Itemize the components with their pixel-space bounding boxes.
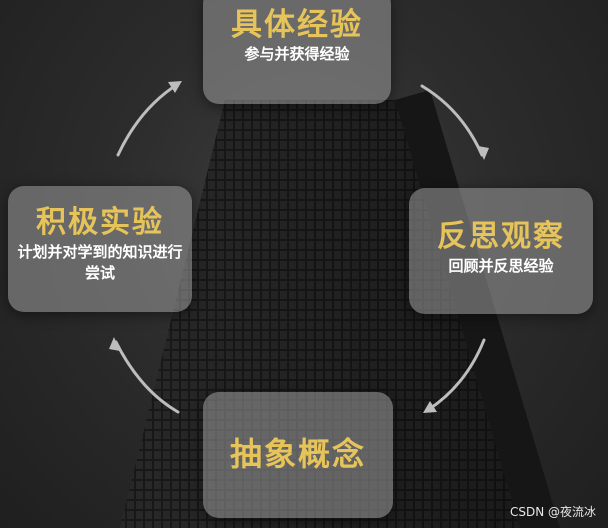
stage-card-reflective-observation: 反思观察 回顾并反思经验 [409,188,593,314]
stage-title: 抽象概念 [229,435,366,473]
arrow-active-to-concrete [116,82,180,157]
arrowhead-icon [109,337,120,351]
watermark: CSDN @夜流冰 [509,505,596,519]
stage-title: 反思观察 [437,219,565,254]
stage-card-active-experimentation: 积极实验 计划并对学到的知识进行尝试 [8,186,192,312]
arrow-concrete-to-reflect [420,84,484,157]
arrowhead-icon [478,146,489,160]
arrowhead-icon [423,401,437,413]
arrowhead-icon [168,81,182,93]
stage-subtitle: 参与并获得经验 [244,45,350,63]
stage-card-abstract-conceptualization: 抽象概念 [203,392,393,518]
arrow-reflect-to-abstract [426,338,486,412]
stage-title: 具体经验 [231,7,363,43]
stage-card-concrete-experience: 具体经验 参与并获得经验 [203,0,391,104]
stage-title: 积极实验 [36,205,164,240]
stage-subtitle: 回顾并反思经验 [448,257,554,275]
stage-subtitle: 计划并对学到的知识进行尝试 [17,243,183,282]
arrow-abstract-to-active [114,340,180,414]
